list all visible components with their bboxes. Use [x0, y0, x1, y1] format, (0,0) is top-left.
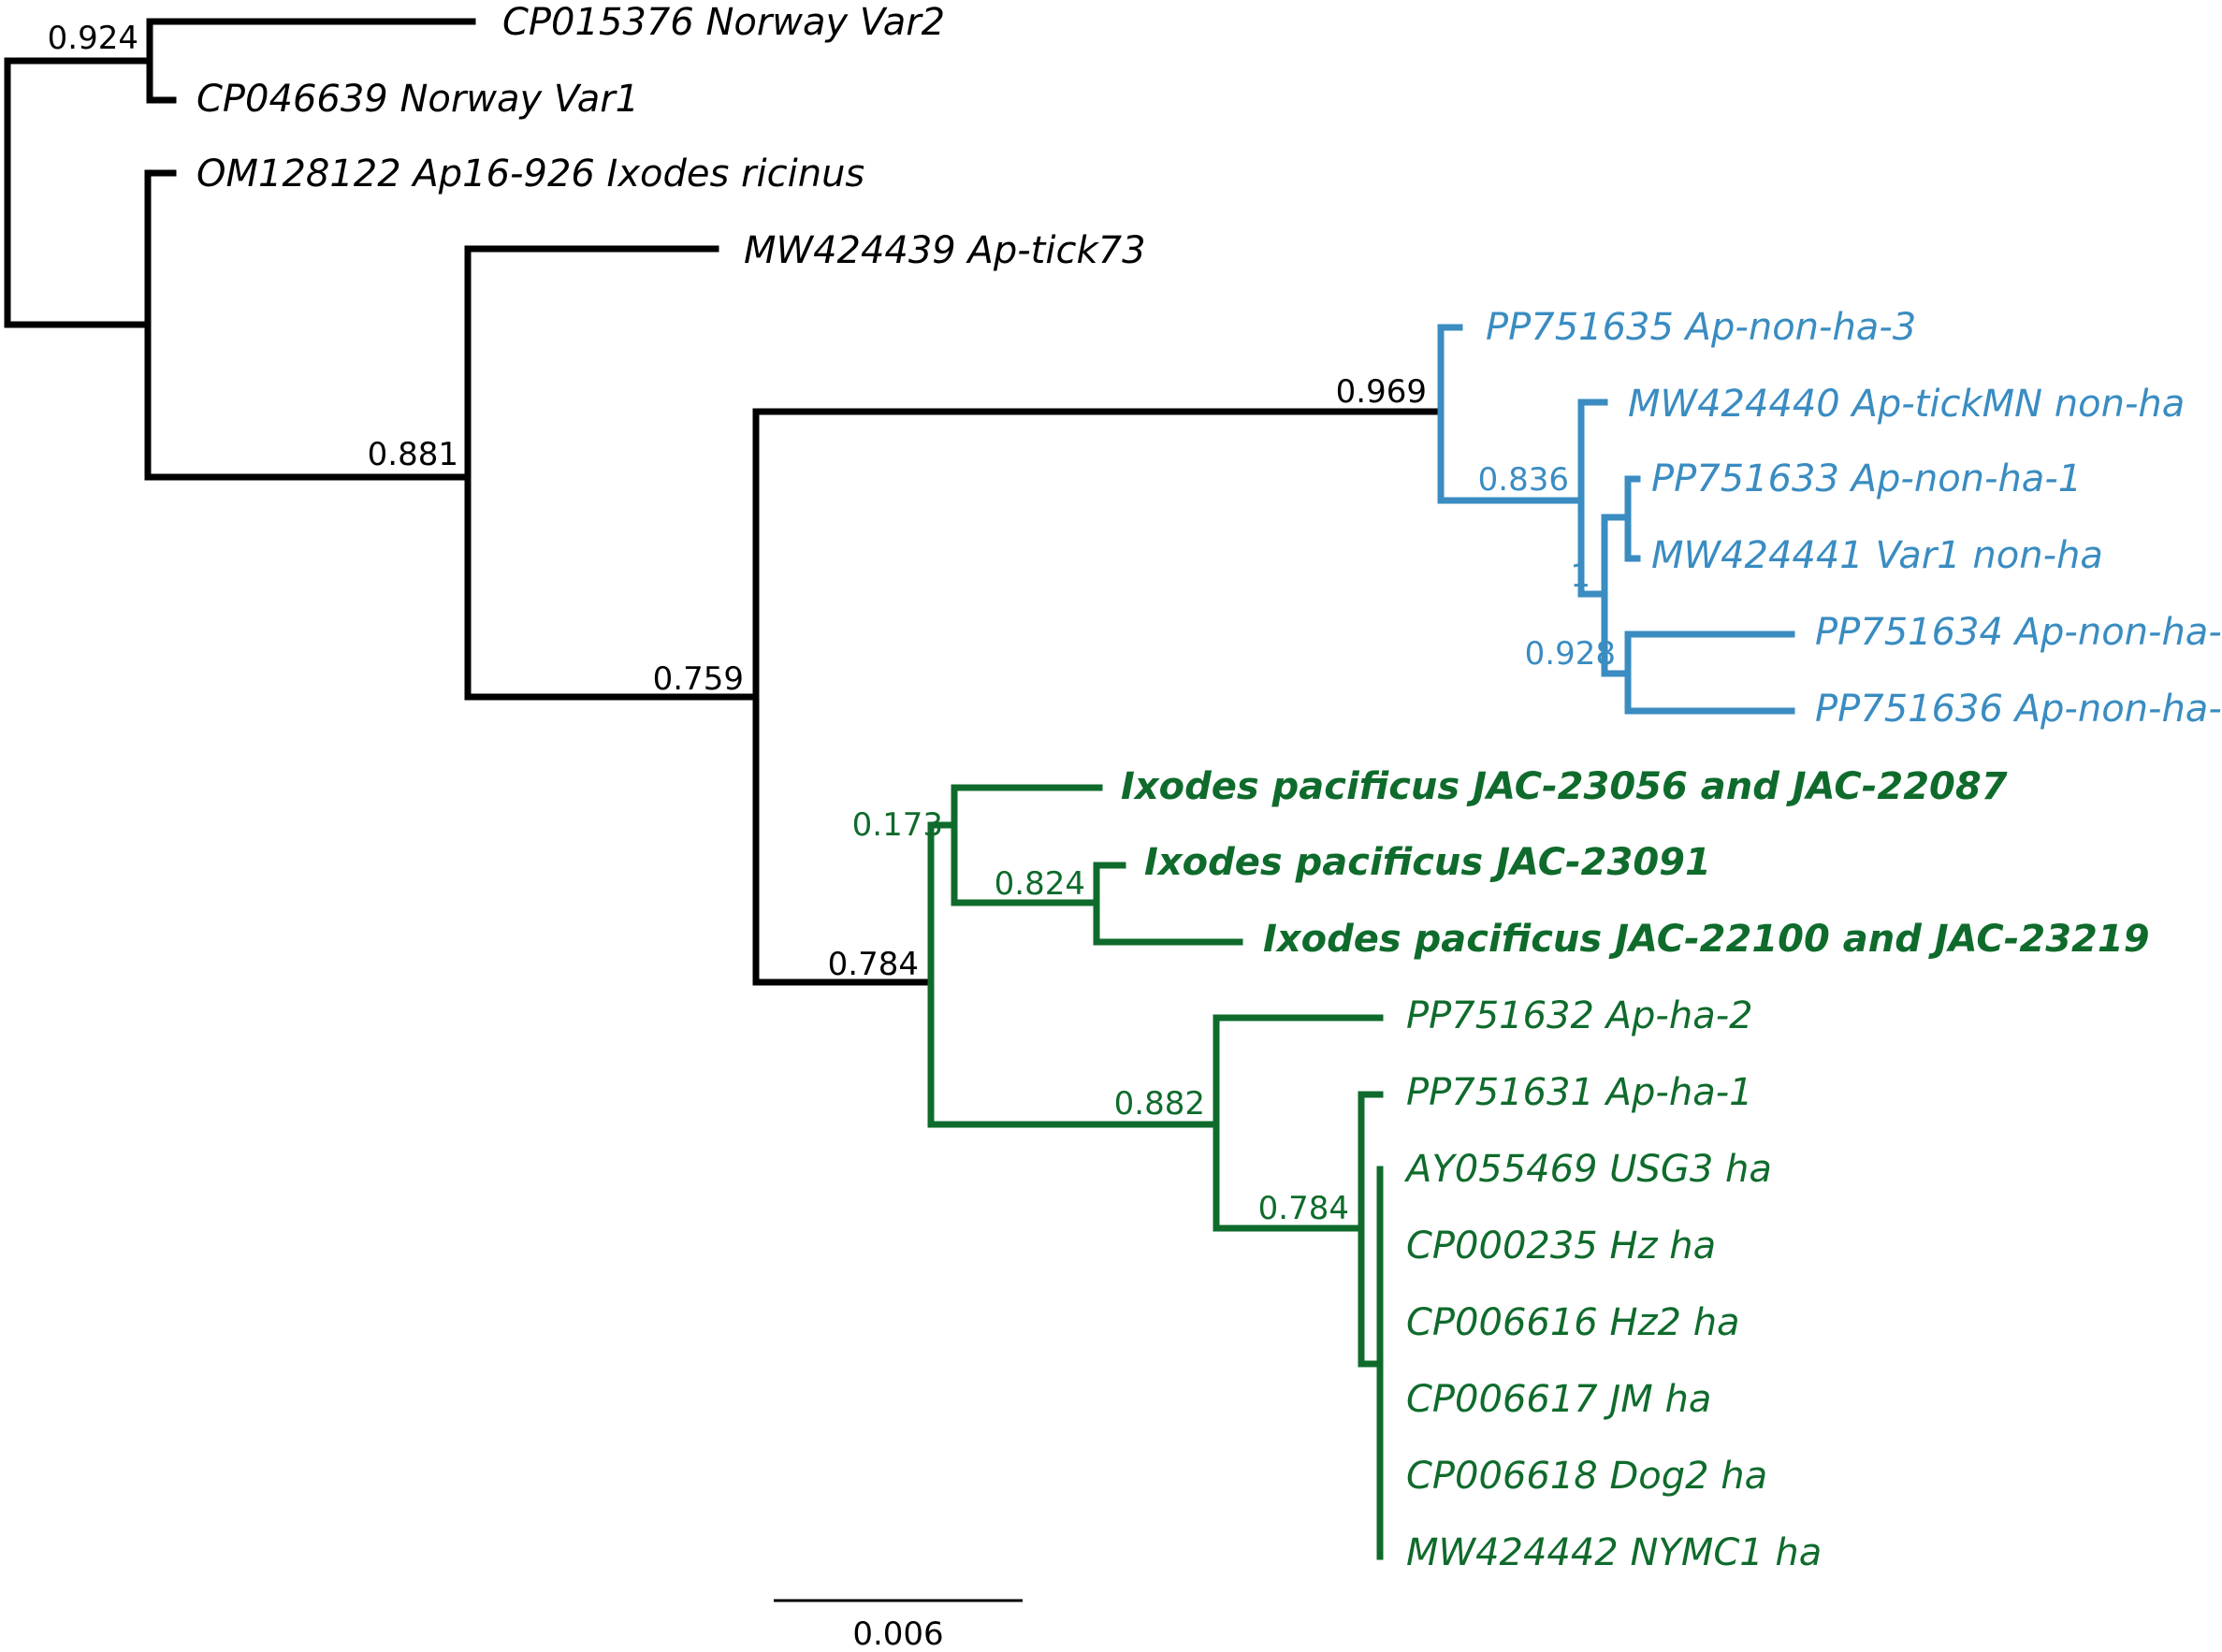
scale-bar-label: 0.006	[852, 1616, 943, 1652]
ha-support-values: 0.173 0.824 0.882 0.784	[852, 806, 1349, 1227]
support-value: 0.836	[1478, 461, 1569, 499]
branch-pacificus-2	[1093, 862, 1243, 946]
branch-blue-2	[1577, 399, 1608, 598]
support-value: 0.969	[1336, 373, 1427, 411]
branch-root	[4, 57, 153, 328]
tip-label: MW424441 Var1 non-ha	[1651, 534, 2103, 577]
non-ha-support-values: 0.836 1 0.928	[1478, 461, 1616, 673]
outgroup-support-values: 0.924 0.881 0.759 0.969 0.784	[48, 20, 1427, 983]
tip-label: CP006618 Dog2 ha	[1406, 1455, 1767, 1498]
branch-pacificus	[951, 784, 1103, 906]
support-value: 0.759	[653, 660, 744, 698]
support-value: 0.881	[368, 436, 458, 473]
branch-node-c	[752, 408, 1445, 986]
tip-label: CP015376 Norway Var2	[502, 1, 945, 44]
support-value: 0.928	[1525, 635, 1616, 673]
ha-tip-labels: Ixodes pacificus JAC-23056 and JAC-22087…	[1121, 765, 2150, 1574]
branch-blue-4	[1624, 475, 1641, 562]
outgroup-tip-labels: CP015376 Norway Var2 CP046639 Norway Var…	[196, 1, 1146, 272]
support-value: 0.173	[852, 806, 943, 844]
branch-node-a	[144, 169, 472, 481]
tip-label: PP751633 Ap-non-ha-1	[1651, 457, 2082, 500]
tip-label: PP751635 Ap-non-ha-3	[1486, 306, 1916, 349]
tip-label: MW424439 Ap-tick73	[744, 229, 1146, 272]
tip-label: CP046639 Norway Var1	[196, 78, 639, 121]
tip-label: Ixodes pacificus JAC-22100 and JAC-23219	[1263, 918, 2150, 961]
branch-blue-root	[1437, 324, 1585, 504]
tip-label: AY055469 USG3 ha	[1403, 1148, 1772, 1191]
branch-norway-clade	[146, 18, 476, 104]
tip-label: MW424440 Ap-tickMN non-ha	[1628, 383, 2185, 426]
support-value: 0.784	[828, 946, 919, 983]
tip-label: OM128122 Ap16-926 Ixodes ricinus	[196, 152, 864, 196]
tip-label: CP000235 Hz ha	[1406, 1225, 1716, 1268]
support-value: 1	[1570, 558, 1590, 595]
branch-blue-5	[1624, 630, 1795, 715]
support-value: 0.824	[995, 865, 1085, 903]
branch-green-root	[927, 821, 1220, 1128]
support-value: 0.924	[48, 20, 138, 57]
branch-ha	[1213, 1014, 1384, 1232]
scale-bar: 0.006	[774, 1599, 1023, 1652]
tip-label: PP751634 Ap-non-ha-2	[1815, 611, 2222, 654]
tip-label: PP751636 Ap-non-ha-4	[1815, 688, 2222, 731]
tip-label: Ixodes pacificus JAC-23056 and JAC-22087	[1121, 765, 2008, 808]
outgroup-branches	[4, 18, 1445, 986]
tip-label: MW424442 NYMC1 ha	[1406, 1531, 1822, 1574]
support-value: 0.784	[1258, 1190, 1349, 1227]
tip-label: Ixodes pacificus JAC-23091	[1144, 841, 1711, 884]
branch-node-b	[464, 245, 760, 701]
ha-clade-branches	[927, 784, 1384, 1560]
tip-label: PP751632 Ap-ha-2	[1406, 994, 1753, 1037]
branch-blue-3	[1601, 514, 1632, 677]
non-ha-clade-branches	[1437, 324, 1795, 715]
tip-label: CP006616 Hz2 ha	[1406, 1301, 1740, 1344]
non-ha-tip-labels: PP751635 Ap-non-ha-3 MW424440 Ap-tickMN …	[1486, 306, 2222, 731]
support-value: 0.882	[1114, 1085, 1205, 1123]
tip-label: CP006617 JM ha	[1406, 1378, 1711, 1421]
tip-label: PP751631 Ap-ha-1	[1406, 1071, 1753, 1114]
